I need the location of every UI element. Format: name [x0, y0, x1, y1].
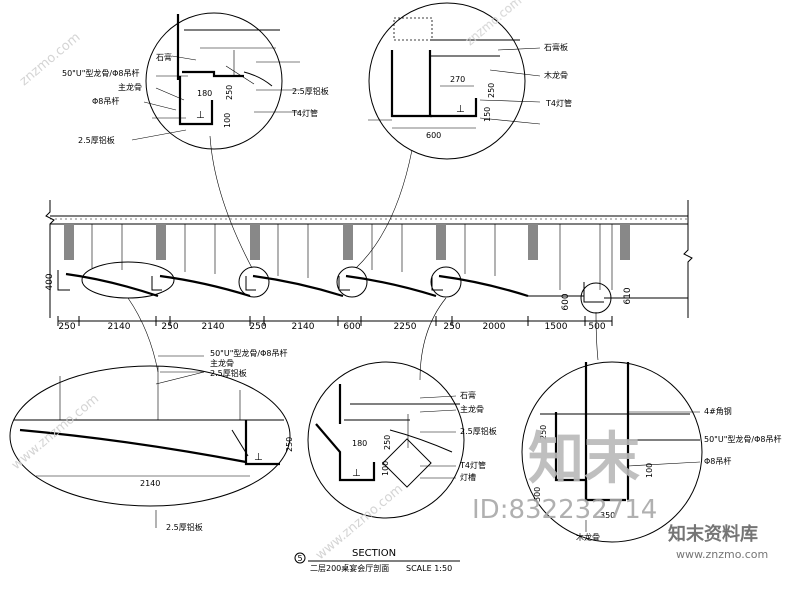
dim-350: 350	[600, 511, 615, 520]
label-alu-4: 2.5厚铝板	[166, 522, 203, 532]
title-number: 5	[297, 554, 302, 563]
title-block: 5 SECTION 二层200桌宴会厅剖面 SCALE 1:50	[294, 548, 460, 573]
title-main: SECTION	[352, 548, 396, 559]
dim-180b: 180	[352, 439, 367, 448]
dim-250c: 250	[285, 437, 294, 452]
label-t4: T4灯管	[291, 108, 318, 118]
right-mark-1: 600	[561, 293, 571, 310]
dim-100c: 100	[645, 463, 654, 478]
title-scale: SCALE 1:50	[406, 564, 452, 573]
wm-bottom-left: www.znzmo.com	[9, 391, 102, 473]
label-wood-keel-2: 木龙骨	[576, 532, 600, 542]
detail-top-right: ⊥ 270 250 150 600 石膏板 T4灯管 木龙骨	[368, 2, 572, 160]
right-mark-2: 610	[623, 287, 633, 304]
detail-top-left: 180 250 100 ⊥ 石膏 50"U"型龙骨/Φ8吊杆 主龙骨 Φ8吊杆 …	[62, 12, 329, 150]
left-mark: 400	[45, 273, 55, 290]
lamp-symbol-2: ⊥	[456, 104, 465, 115]
wm-brand: 知末资料库	[668, 523, 758, 545]
label-wood-keel: 木龙骨	[544, 70, 568, 80]
label-cove: 灯槽	[460, 472, 476, 482]
dim-5: 2140	[292, 322, 315, 332]
dim-100b: 100	[381, 461, 390, 476]
dim-3: 2140	[202, 322, 225, 332]
dim-0: 250	[58, 322, 75, 332]
label-u-keel: 50"U"型龙骨/Φ8吊杆	[62, 68, 139, 78]
dim-180: 180	[197, 89, 212, 98]
label-alu-2: 2.5厚铝板	[78, 135, 115, 145]
label-u-keel-3: 50"U"型龙骨/Φ8吊杆	[704, 434, 781, 444]
wm-top-left: znzmo.com	[17, 30, 83, 89]
dim-100: 100	[223, 113, 232, 128]
dim-7: 2250	[394, 322, 417, 332]
detail-bottom-left: ⊥ 250 2140 50"U"型龙骨/Φ8吊杆 主龙骨 2.5厚铝板 2.5厚…	[9, 348, 294, 532]
label-main-keel-2: 主龙骨	[210, 358, 234, 368]
dim-1: 2140	[108, 322, 131, 332]
main-section: 250 2140 250 2140 250 2140 600 2250 250 …	[45, 135, 693, 381]
detail-bottom-right: 250 100 350 500 4#角钢 50"U"型龙骨/Φ8吊杆 Φ8吊杆 …	[521, 361, 781, 543]
dim-250e: 250	[539, 425, 548, 440]
label-t4-3: T4灯管	[459, 460, 486, 470]
lamp-symbol-4: ⊥	[352, 468, 361, 479]
label-main-keel: 主龙骨	[118, 82, 142, 92]
label-u-keel-2: 50"U"型龙骨/Φ8吊杆	[210, 348, 287, 358]
dim-500: 500	[533, 487, 542, 502]
label-angle-steel: 4#角钢	[704, 406, 732, 416]
dim-2: 250	[161, 322, 178, 332]
label-shigao: 石膏	[156, 52, 172, 62]
dim-250: 250	[225, 85, 234, 100]
label-shigao-2: 石膏	[460, 390, 476, 400]
label-alu-3: 2.5厚铝板	[210, 368, 247, 378]
label-gypsum: 石膏板	[544, 42, 568, 52]
dim-150: 150	[483, 107, 492, 122]
dim-600: 600	[426, 131, 441, 140]
dim-8: 250	[443, 322, 460, 332]
label-main-keel-3: 主龙骨	[460, 404, 484, 414]
lamp-symbol: ⊥	[196, 110, 205, 121]
dim-250d: 250	[383, 435, 392, 450]
label-rod-2: Φ8吊杆	[704, 456, 731, 466]
dim-6: 600	[343, 322, 360, 332]
lamp-symbol-3: ⊥	[254, 452, 263, 463]
wm-logo: 知末	[528, 427, 640, 492]
dim-9: 2000	[483, 322, 506, 332]
wm-url: www.znzmo.com	[676, 548, 768, 561]
dim-2140: 2140	[140, 479, 160, 488]
label-rod: Φ8吊杆	[92, 96, 119, 106]
label-t4-2: T4灯管	[545, 98, 572, 108]
dim-250b: 250	[487, 83, 496, 98]
dim-270: 270	[450, 75, 465, 84]
dim-11: 500	[588, 322, 605, 332]
title-sub: 二层200桌宴会厅剖面	[310, 563, 389, 573]
dim-10: 1500	[545, 322, 568, 332]
wm-id: ID:832232714	[472, 495, 657, 525]
detail-bottom-mid: ⊥ 180 250 100 石膏 主龙骨 2.5厚铝板 T4灯管 灯槽	[307, 361, 497, 519]
dim-4: 250	[249, 322, 266, 332]
label-alu-5: 2.5厚铝板	[460, 426, 497, 436]
label-alu-1: 2.5厚铝板	[292, 86, 329, 96]
